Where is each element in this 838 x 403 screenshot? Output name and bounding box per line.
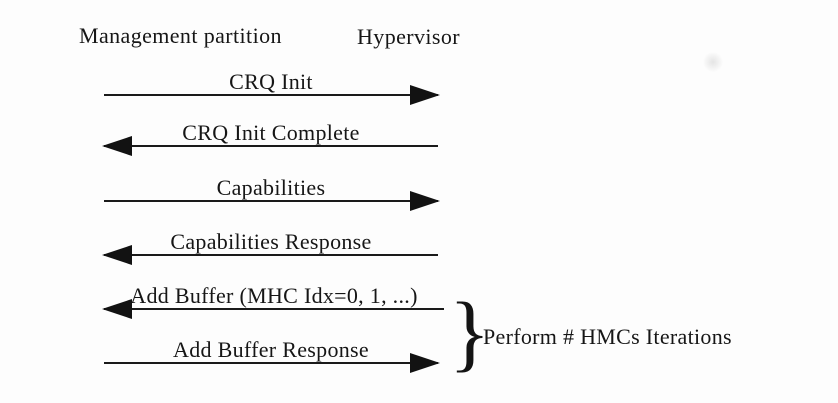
message-label: CRQ Init Complete (182, 120, 360, 145)
message-line (104, 94, 438, 96)
arrowhead-left-icon (102, 245, 132, 265)
message-line (104, 254, 438, 256)
iteration-group-brace: } (449, 284, 491, 380)
arrowhead-left-icon (102, 299, 132, 319)
scan-artifact-dot (703, 52, 723, 72)
message-label: Capabilities (216, 175, 326, 200)
message-row-crq-init: CRQ Init (104, 69, 440, 105)
message-label: Add Buffer Response (173, 337, 369, 362)
message-line (104, 145, 438, 147)
message-row-capabilities: Capabilities (104, 175, 440, 211)
message-label: CRQ Init (229, 69, 313, 94)
message-line (104, 200, 438, 202)
actor-label-hypervisor: Hypervisor (357, 24, 460, 49)
message-label: Capabilities Response (170, 229, 372, 254)
message-line (104, 362, 438, 364)
arrowhead-right-icon (410, 191, 440, 211)
actor-label-management-partition: Management partition (79, 23, 282, 48)
message-row-add-buffer-response: Add Buffer Response (104, 337, 440, 373)
arrowhead-left-icon (102, 136, 132, 156)
message-row-add-buffer: Add Buffer (MHC Idx=0, 1, ...) (102, 283, 444, 319)
message-row-capabilities-response: Capabilities Response (102, 229, 438, 265)
arrowhead-right-icon (410, 353, 440, 373)
arrowhead-right-icon (410, 85, 440, 105)
message-label: Add Buffer (MHC Idx=0, 1, ...) (130, 283, 418, 308)
iteration-annotation-label: Perform # HMCs Iterations (483, 324, 732, 349)
message-row-crq-init-complete: CRQ Init Complete (102, 120, 438, 156)
message-line (104, 308, 444, 310)
